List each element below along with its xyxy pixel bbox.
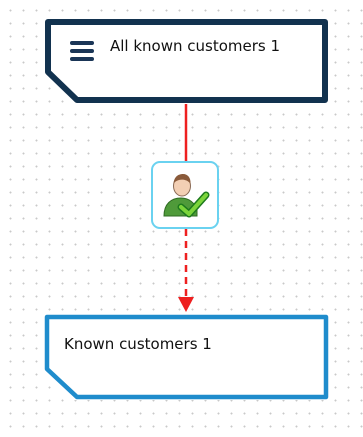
target-node[interactable]: Known customers 1	[44, 314, 329, 400]
user-verified-icon	[163, 174, 210, 218]
source-node[interactable]: All known customers 1	[44, 18, 329, 104]
menu-lines-icon[interactable]	[70, 41, 94, 61]
action-node[interactable]	[151, 161, 219, 229]
target-node-label: Known customers 1	[64, 335, 212, 353]
source-node-label: All known customers 1	[110, 37, 281, 55]
target-node-border	[44, 314, 329, 400]
connector-arrowhead-icon	[178, 297, 194, 312]
source-node-border	[44, 18, 329, 104]
